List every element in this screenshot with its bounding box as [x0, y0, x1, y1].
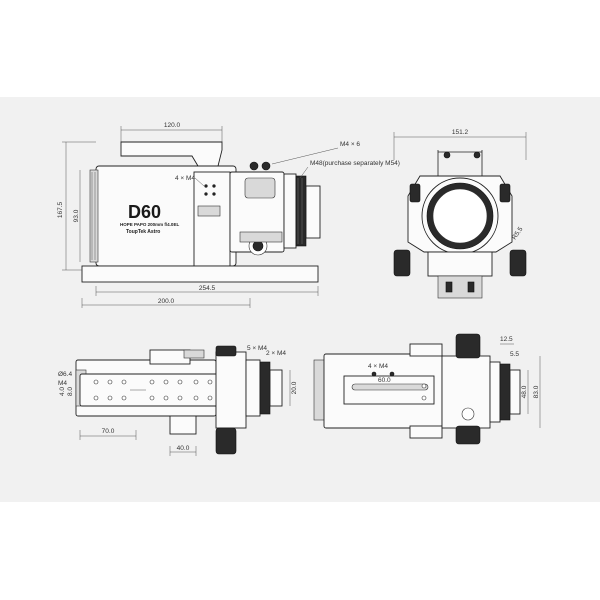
dim-radius: R5.5 — [511, 226, 525, 242]
brand-label: ToupTek Astro — [126, 229, 160, 235]
bottom-knob-top-icon — [215, 345, 237, 357]
side-view: 120.0 D60 HOPE PAPO 200mm f/4.0EL ToupTe… — [57, 122, 400, 308]
model-label: D60 — [128, 202, 161, 222]
side-knob-right-icon — [509, 249, 527, 277]
top-knob-bottom-icon — [455, 425, 481, 445]
dim-side: 20.0 — [291, 381, 298, 394]
dim-5-5: 5.5 — [510, 351, 519, 358]
front-knob-right-icon — [473, 151, 481, 159]
dim-small-1: 4.0 — [59, 387, 66, 396]
top-slot — [351, 383, 429, 391]
top-knurled-ring — [499, 363, 511, 421]
dovetail-block — [193, 171, 231, 267]
dim-m4: M4 — [58, 380, 67, 387]
drawing-panel — [0, 97, 600, 502]
dovetail-clamp — [197, 205, 221, 217]
callout-5xm4: 5 × M4 — [247, 345, 267, 352]
dim-small-2: 8.0 — [67, 387, 74, 396]
dim-overall-length: 254.5 — [199, 285, 216, 292]
bottom-knob-bottom-icon — [215, 427, 237, 455]
dim-base-length: 200.0 — [158, 298, 175, 305]
dim-12-5: 12.5 — [500, 336, 513, 343]
dim-body-height: 93.0 — [73, 209, 80, 222]
front-base — [437, 275, 483, 299]
m48-adapter — [305, 185, 321, 239]
objective-lens-icon — [432, 188, 488, 244]
bottom-foot — [169, 415, 197, 435]
bottom-view: Ø6.4 M4 4.0 8.0 70.0 40.0 5 × M4 2 × M4 … — [58, 345, 298, 456]
base-plate — [81, 265, 319, 283]
mounting-holes — [93, 379, 213, 401]
bottom-knurled-ring — [259, 361, 271, 415]
dim-48: 48.0 — [521, 385, 528, 398]
dim-hole-dia: Ø6.4 — [58, 371, 72, 378]
callout-m48: M48(purchase separately M54) — [310, 160, 400, 167]
top-knob-top-icon — [455, 333, 481, 359]
carry-handle — [120, 141, 223, 167]
dim-slot-len: 70.0 — [102, 428, 115, 435]
callout-2xm4: 2 × M4 — [266, 350, 286, 357]
callout-4xm4-top: 4 × M4 — [368, 363, 388, 370]
dim-front-width: 151.2 — [452, 129, 469, 136]
focuser-knob-top-icon — [249, 161, 259, 171]
dim-top-slot: 60.0 — [378, 377, 391, 384]
rear-ring — [283, 173, 297, 249]
callout-m4x6: M4 × 6 — [340, 141, 360, 148]
bottom-focuser — [215, 351, 247, 429]
front-view: 151.2 R5.5 — [393, 129, 527, 299]
side-knob-left-icon — [393, 249, 411, 277]
bottom-dovetail-plate — [79, 373, 231, 407]
dim-83: 83.0 — [533, 385, 540, 398]
knurled-ring — [295, 175, 307, 247]
model-subtitle: HOPE PAPO 200mm f/4.0EL — [120, 222, 179, 227]
dim-height: 167.5 — [57, 201, 64, 218]
dim-top-width: 120.0 — [164, 122, 181, 129]
callout-4xm4: 4 × M4 — [175, 175, 195, 182]
dew-shield-ring — [89, 169, 99, 263]
top-view: 4 × M4 60.0 12.5 5.5 48.0 83.0 — [313, 333, 541, 445]
front-foot — [427, 251, 493, 277]
focuser-knob-top-2-icon — [261, 161, 271, 171]
dim-foot: 40.0 — [177, 445, 190, 452]
front-knob-left-icon — [443, 151, 451, 159]
